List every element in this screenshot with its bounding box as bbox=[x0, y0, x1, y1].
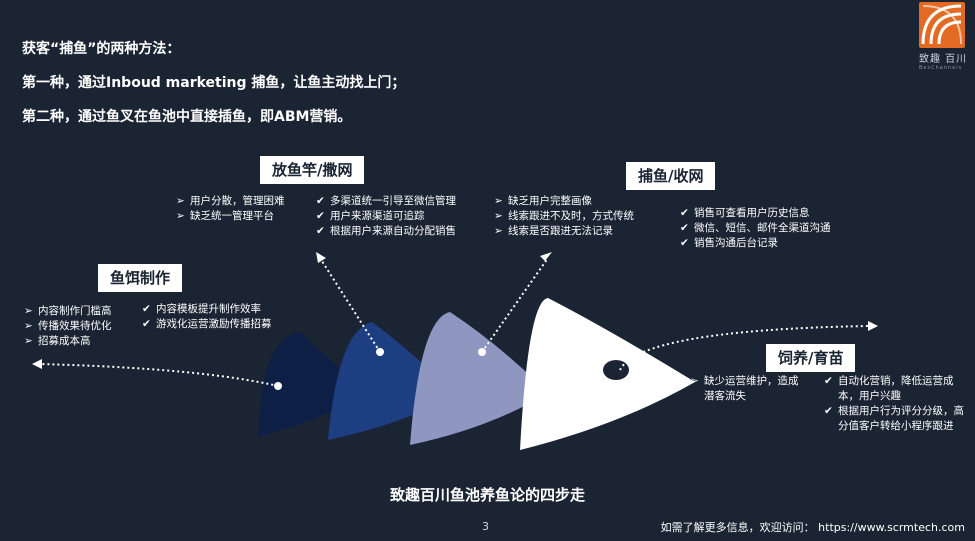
connector-rod bbox=[319, 257, 381, 353]
dot-rod bbox=[376, 348, 384, 356]
net-pain-list: ➢缺乏用户完整画像 ➢线索跟进不及时，方式传统 ➢线索是否跟进无法记录 bbox=[494, 194, 634, 239]
list-item: ✔根据用户行为评分分级，高分值客户转给小程序跟进 bbox=[824, 405, 964, 432]
header-line-1: 获客“捕鱼”的两种方法： bbox=[22, 41, 181, 57]
check-icon: ✔ bbox=[316, 225, 325, 237]
dot-net bbox=[478, 348, 486, 356]
arrow-bullet-icon: ➢ bbox=[494, 225, 503, 237]
check-icon: ✔ bbox=[680, 237, 689, 249]
arrow-bullet-icon: ➢ bbox=[494, 195, 503, 207]
list-item: ✔用户来源渠道可追踪 bbox=[316, 210, 425, 222]
check-icon: ✔ bbox=[680, 207, 689, 219]
stage-label-net: 捕鱼/收网 bbox=[626, 162, 716, 190]
check-icon: ✔ bbox=[142, 303, 151, 315]
connector-bait bbox=[37, 363, 279, 387]
list-item: ➢缺乏用户完整画像 bbox=[494, 195, 592, 207]
footer-contact: 如需了解更多信息，欢迎访问： https://www.scrmtech.com bbox=[660, 521, 965, 534]
logo-subtext: BesChannels bbox=[919, 65, 963, 71]
list-item: ➢招募成本高 bbox=[24, 335, 91, 347]
list-item: ➢传播效果待优化 bbox=[24, 320, 112, 332]
diagram-caption: 致趣百川鱼池养鱼论的四步走 bbox=[389, 486, 585, 504]
arrow-bullet-icon: ➢ bbox=[176, 195, 185, 207]
rod-pain-list: ➢用户分散，管理困难 ➢缺乏统一管理平台 bbox=[176, 194, 285, 224]
list-item: ✔根据用户来源自动分配销售 bbox=[316, 225, 456, 237]
arrow-bullet-icon: ➢ bbox=[176, 210, 185, 222]
header-line-2: 第一种，通过Inboud marketing 捕鱼，让鱼主动找上门； bbox=[22, 75, 406, 91]
check-icon: ✔ bbox=[824, 405, 833, 417]
check-icon: ✔ bbox=[824, 375, 833, 387]
list-item: ✔游戏化运营激励传播招募 bbox=[142, 318, 272, 330]
arrow-head-rod bbox=[316, 252, 326, 263]
arrow-bullet-icon: ➢ bbox=[494, 210, 503, 222]
list-item: ➢线索是否跟进无法记录 bbox=[494, 225, 613, 237]
page-number: 3 bbox=[482, 520, 489, 533]
fish-shape-2 bbox=[328, 322, 456, 440]
fish-eye bbox=[603, 360, 629, 380]
list-item: ✔自动化营销，降低运营成本，用户兴趣 bbox=[824, 375, 954, 402]
list-item: ➢缺乏统一管理平台 bbox=[176, 210, 274, 222]
list-item: ➢缺少运营维护，造成潜客流失 bbox=[690, 375, 799, 402]
connector-net bbox=[481, 257, 549, 353]
net-solution-list: ✔销售可查看用户历史信息 ✔微信、短信、邮件全渠道沟通 ✔销售沟通后台记录 bbox=[680, 206, 831, 251]
check-icon: ✔ bbox=[142, 318, 151, 330]
connector-nurture bbox=[619, 325, 869, 371]
stage-label-nurture: 饲养/育苗 bbox=[766, 344, 856, 372]
nurture-solution-list: ✔自动化营销，降低运营成本，用户兴趣 ✔根据用户行为评分分级，高分值客户转给小程… bbox=[824, 374, 964, 434]
arrow-head-left bbox=[32, 359, 42, 369]
arrow-bullet-icon: ➢ bbox=[690, 375, 699, 387]
list-item: ✔多渠道统一引导至微信管理 bbox=[316, 195, 456, 207]
list-item: ✔销售沟通后台记录 bbox=[680, 237, 778, 249]
stage-label-rod: 放鱼竿/撒网 bbox=[260, 156, 365, 184]
check-icon: ✔ bbox=[316, 195, 325, 207]
check-icon: ✔ bbox=[680, 222, 689, 234]
list-item: ➢线索跟进不及时，方式传统 bbox=[494, 210, 634, 222]
list-item: ✔销售可查看用户历史信息 bbox=[680, 207, 810, 219]
arrow-bullet-icon: ➢ bbox=[24, 335, 33, 347]
header-line-3: 第二种，通过鱼叉在鱼池中直接插鱼，即ABM营销。 bbox=[22, 109, 352, 125]
list-item: ✔内容模板提升制作效率 bbox=[142, 303, 261, 315]
rod-solution-list: ✔多渠道统一引导至微信管理 ✔用户来源渠道可追踪 ✔根据用户来源自动分配销售 bbox=[316, 194, 456, 239]
company-logo: 致趣 百川 BesChannels bbox=[919, 2, 969, 71]
fish-shape-1 bbox=[258, 332, 368, 437]
logo-text: 致趣 百川 bbox=[919, 54, 968, 65]
bait-pain-list: ➢内容制作门槛高 ➢传播效果待优化 ➢招募成本高 bbox=[24, 304, 112, 349]
fish-shape-3 bbox=[410, 312, 548, 445]
dot-bait bbox=[274, 382, 282, 390]
arrow-head-net bbox=[540, 252, 552, 261]
stage-label-bait: 鱼饵制作 bbox=[98, 264, 183, 292]
arrow-bullet-icon: ➢ bbox=[24, 305, 33, 317]
arrow-bullet-icon: ➢ bbox=[24, 320, 33, 332]
nurture-pain-list: ➢缺少运营维护，造成潜客流失 bbox=[690, 374, 808, 404]
list-item: ➢内容制作门槛高 bbox=[24, 305, 112, 317]
arrow-head-right bbox=[868, 321, 878, 331]
list-item: ➢用户分散，管理困难 bbox=[176, 195, 285, 207]
list-item: ✔微信、短信、邮件全渠道沟通 bbox=[680, 222, 831, 234]
check-icon: ✔ bbox=[316, 210, 325, 222]
logo-mark-icon bbox=[919, 2, 965, 48]
bait-solution-list: ✔内容模板提升制作效率 ✔游戏化运营激励传播招募 bbox=[142, 302, 272, 332]
